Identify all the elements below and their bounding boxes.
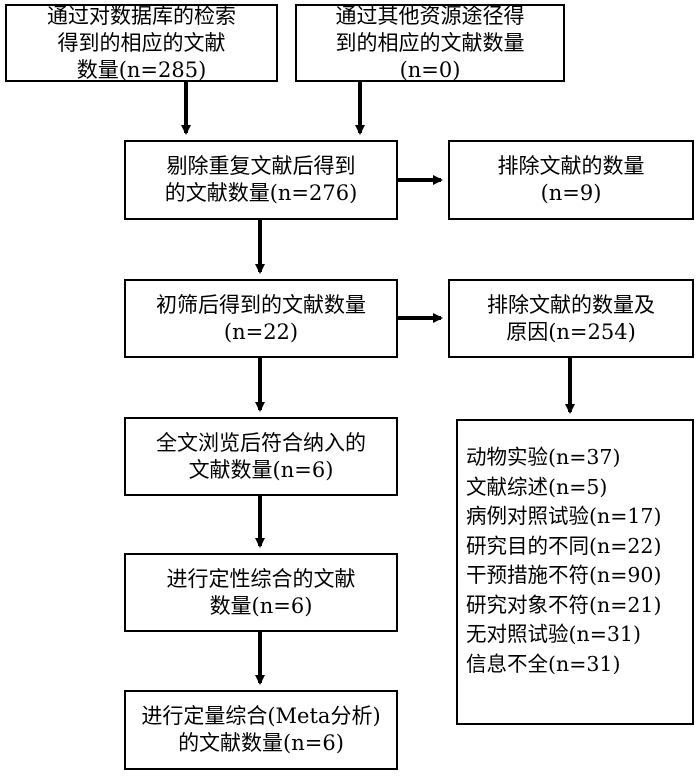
reason-item: 研究对象不符(n=21) xyxy=(466,592,662,617)
reasons-list-box: 动物实验(n=37) 文献综述(n=5) 病例对照试验(n=17) 研究目的不同… xyxy=(456,419,694,725)
full-text-line-1: 全文浏览后符合纳入的 xyxy=(156,430,366,455)
other-sources-line-3: (n=0) xyxy=(399,57,461,82)
reason-item: 无对照试验(n=31) xyxy=(466,622,641,646)
db-search-line-2: 得到的相应的文献 xyxy=(57,30,226,55)
other-sources-line-2: 到的相应的文献数量 xyxy=(335,30,525,55)
db-search-box: 通过对数据库的检索 得到的相应的文献 数量(n=285) xyxy=(5,4,278,82)
excluded-reasons-line-1: 排除文献的数量及 xyxy=(487,292,655,317)
after-screen-line-2: (n=22) xyxy=(223,319,299,344)
excluded-reasons-line-2: 原因(n=254) xyxy=(506,319,636,344)
excluded-dup-box: 排除文献的数量 (n=9) xyxy=(448,140,694,220)
reason-item: 干预措施不符(n=90) xyxy=(466,563,662,587)
reason-item: 文献综述(n=5) xyxy=(466,474,608,499)
other-sources-box: 通过其他资源途径得 到的相应的文献数量 (n=0) xyxy=(295,4,565,82)
quantitative-line-1: 进行定量综合(Meta分析) xyxy=(141,704,381,728)
qualitative-line-2: 数量(n=6) xyxy=(209,593,313,618)
after-dedup-line-2: 的文献数量(n=276) xyxy=(164,181,358,205)
full-text-line-2: 文献数量(n=6) xyxy=(188,457,334,482)
quantitative-box: 进行定量综合(Meta分析) 的文献数量(n=6) xyxy=(124,690,398,770)
qualitative-line-1: 进行定性综合的文献 xyxy=(166,566,356,591)
after-screen-line-1: 初筛后得到的文献数量 xyxy=(156,292,366,317)
other-sources-line-1: 通过其他资源途径得 xyxy=(335,3,525,28)
reason-item: 研究目的不同(n=22) xyxy=(466,533,662,558)
after-dedup-box: 剔除重复文献后得到 的文献数量(n=276) xyxy=(124,140,398,220)
excluded-dup-line-2: (n=9) xyxy=(540,181,602,205)
quantitative-line-2: 的文献数量(n=6) xyxy=(178,731,344,755)
reason-item: 动物实验(n=37) xyxy=(466,445,621,469)
excluded-reasons-box: 排除文献的数量及 原因(n=254) xyxy=(448,279,694,358)
db-search-line-1: 通过对数据库的检索 xyxy=(47,3,236,28)
after-screen-box: 初筛后得到的文献数量 (n=22) xyxy=(124,279,398,358)
qualitative-box: 进行定性综合的文献 数量(n=6) xyxy=(124,553,398,632)
reason-item: 病例对照试验(n=17) xyxy=(466,504,662,528)
excluded-dup-line-1: 排除文献的数量 xyxy=(497,154,645,178)
full-text-box: 全文浏览后符合纳入的 文献数量(n=6) xyxy=(124,417,398,496)
reason-item: 信息不全(n=31) xyxy=(466,651,621,676)
db-search-line-3: 数量(n=285) xyxy=(76,57,207,82)
after-dedup-line-1: 剔除重复文献后得到 xyxy=(166,154,356,178)
